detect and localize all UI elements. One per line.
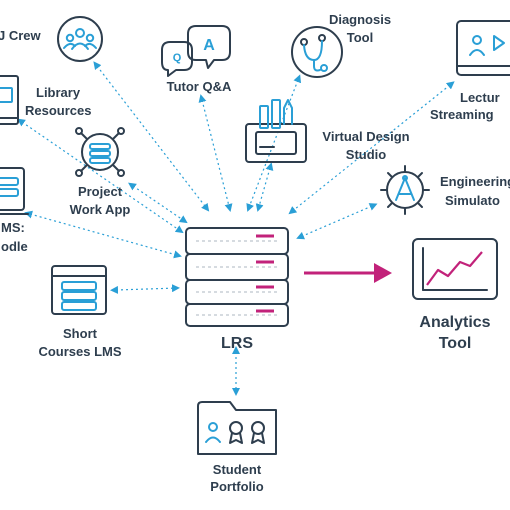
connector-lms [24,210,182,259]
portfolio-folder-icon [197,401,277,455]
analytics-chart-icon [412,238,498,300]
lrs-to-analytics-arrow [304,263,392,283]
project-label-2: Work App [70,202,131,217]
analytics-label-1: Analytics [419,314,490,331]
connector-tutor [198,94,233,212]
connector-design [255,162,274,212]
analytics-label-2: Tool [439,335,472,352]
design-tools-icon [245,99,307,163]
lecture-label-2: Streaming [430,107,494,122]
design-label-1: Virtual Design [322,129,409,144]
lecture-label-1: Lectur [460,90,500,105]
library-label-1: Library [36,85,81,100]
project-label-1: Project [78,184,123,199]
connector-short [110,284,180,294]
library-label-2: Resources [25,103,91,118]
lms-label-1: MS: [1,220,25,235]
engineering-label-1: Engineering [440,174,510,189]
library-book-icon [0,75,19,125]
design-label-2: Studio [346,147,386,162]
lms-monitor-icon [0,167,29,215]
lms-label-2: odle [1,239,28,254]
project-work-app-icon [75,127,125,177]
short-courses-label-1: Short [63,326,98,341]
connectors [17,61,455,396]
engineering-gear-icon [380,165,430,215]
short-courses-label-2: Courses LMS [38,344,121,359]
diagnosis-label-2: Tool [347,30,373,45]
connector-engineering [296,203,378,240]
tutor-label: Tutor Q&A [167,79,232,94]
lrs-label: LRS [221,335,253,352]
diagnosis-label-1: Diagnosis [329,12,391,27]
tutor-a-glyph: A [203,37,215,54]
crew-label: J Crew [0,28,42,43]
crew-group-icon [57,16,103,62]
connector-lecture [288,81,455,215]
diagnosis-stethoscope-icon [291,26,343,78]
connector-project [128,182,188,224]
tutor-q-glyph: Q [173,52,182,64]
tutor-chat-bubbles-icon: A Q [161,25,231,77]
lrs-server-icon [185,227,289,327]
lecture-video-icon [456,20,510,76]
portfolio-label-2: Portfolio [210,479,263,494]
engineering-label-2: Simulato [445,193,500,208]
portfolio-label-1: Student [213,462,262,477]
short-courses-server-icon [51,265,107,315]
